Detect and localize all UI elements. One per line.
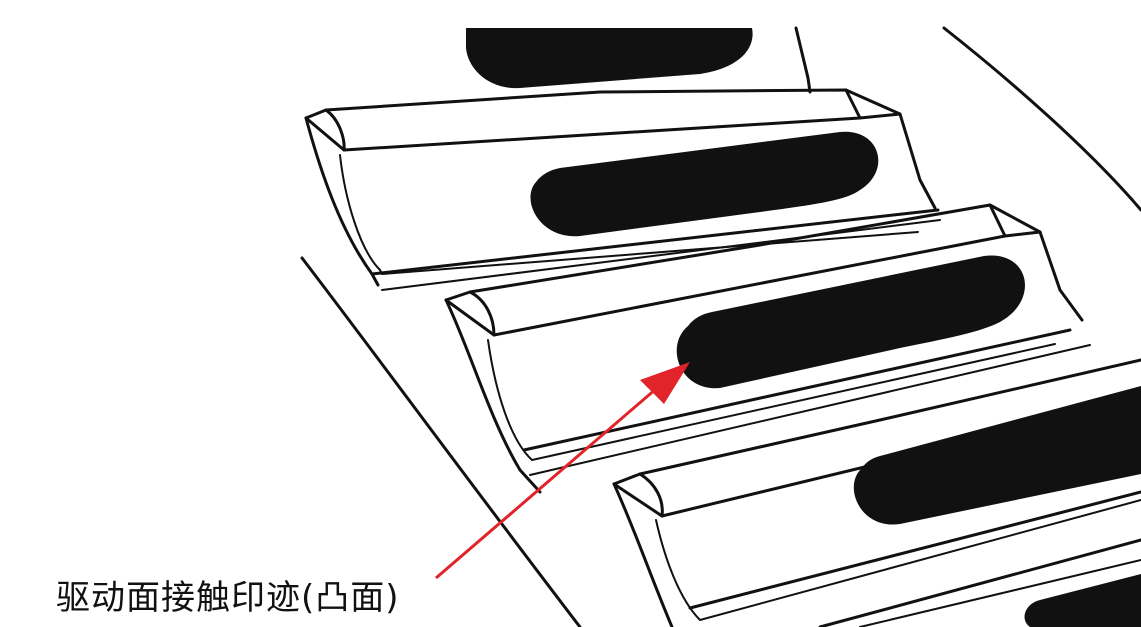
contact-pattern-4: [1024, 574, 1141, 627]
tooth-1: [304, 88, 941, 291]
red-arrow-icon: [435, 362, 690, 580]
contact-pattern-1: [530, 131, 879, 237]
contact-pattern-top: [466, 28, 753, 89]
gear-outer-arc: [300, 256, 582, 627]
contact-pattern-label: 驱动面接触印迹(凸面): [56, 578, 400, 618]
gear-right-arc: [942, 26, 1141, 212]
contact-patterns: [466, 28, 1141, 627]
contact-pattern-2: [676, 255, 1025, 389]
tooth-4: [818, 538, 1141, 627]
tooth-top-partial: [794, 26, 812, 94]
tooth-2: [444, 203, 1091, 494]
contact-pattern-3: [853, 386, 1141, 525]
